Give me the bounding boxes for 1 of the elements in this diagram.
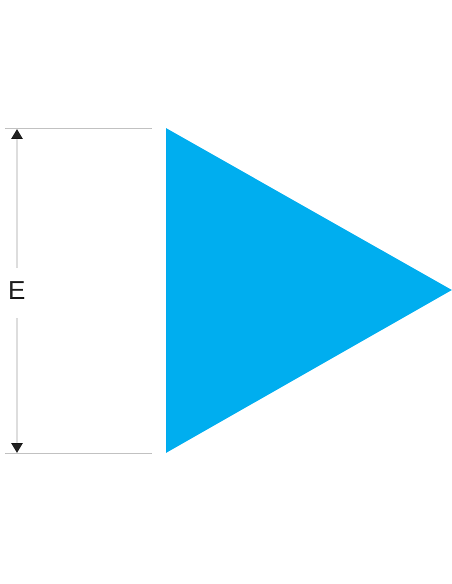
dimension-label: E — [8, 276, 26, 304]
